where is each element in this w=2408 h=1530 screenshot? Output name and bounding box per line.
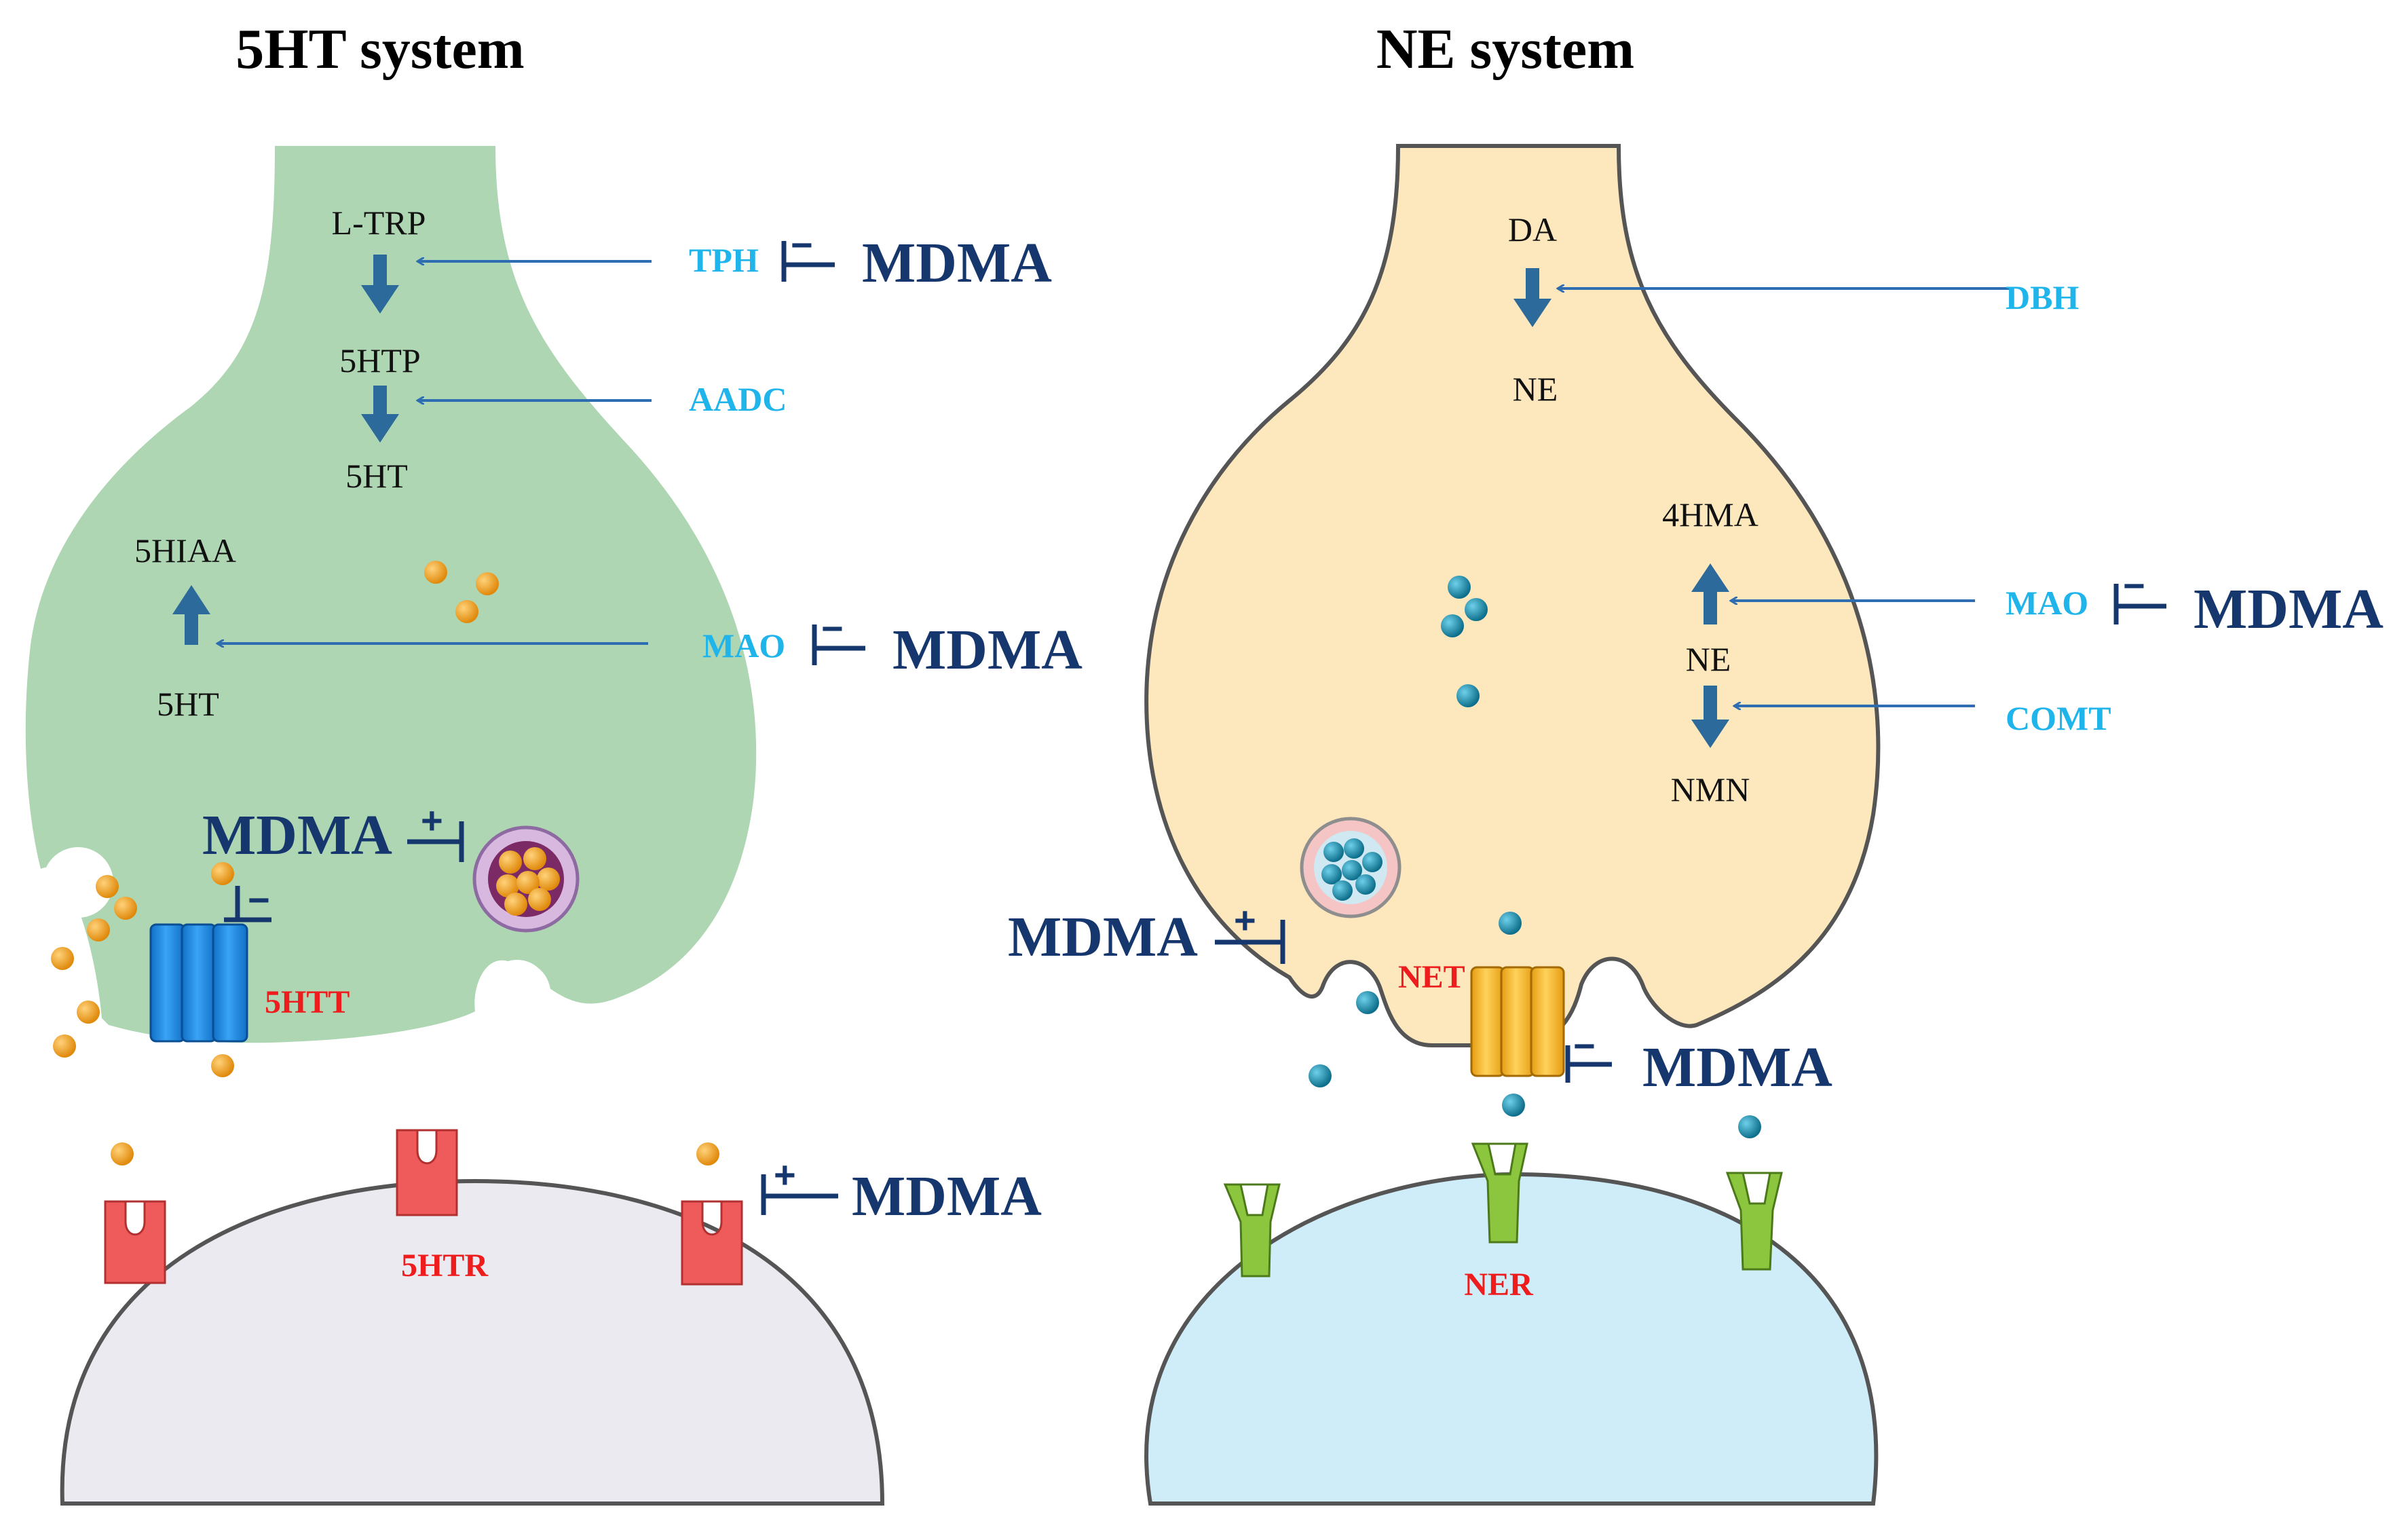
serotonin-vesicle [472,825,580,933]
mdma-receptor-label: MDMA [852,1165,1042,1228]
mdma-ne-vesicle-label: MDMA [1008,906,1198,969]
mao-inhibition: − [812,607,865,665]
serotonin-presynaptic-neuron [25,146,757,1043]
ne-mao-effect-sign: − [2123,564,2145,607]
vesicle-effect-sign: + [421,799,443,842]
nmn-label: NMN [1671,770,1750,808]
net-label: NET [1398,959,1465,995]
da-to-ne-arrow [1513,268,1551,327]
ne-top-label: NE [1513,370,1558,408]
ltrp-to-htp-arrow [361,255,399,314]
ht-bottom-label: 5HT [157,685,219,723]
mao-effect-sign: − [821,607,844,650]
ht-top-label: 5HT [345,457,408,495]
net-inhibition: − [1565,1024,1612,1083]
ht-to-hiaa-arrow [172,585,210,645]
serotonin-postsynaptic-neuron [60,1178,885,1506]
hma-label: 4HMA [1662,496,1758,534]
ne-mid-label: NE [1686,640,1731,678]
ne-to-hma-arrow [1691,563,1729,624]
transporter-label: 5HTT [265,984,350,1020]
tph-inhibition: − [781,223,835,282]
tph-enzyme: TPH [689,241,759,279]
tph-effect-sign: − [791,223,813,266]
serotonin-receptors [104,1129,743,1286]
ne-mao-enzyme: MAO [2006,584,2088,622]
dbh-enzyme: DBH [2006,278,2079,316]
da-label: DA [1508,210,1557,248]
htp-label: 5HTP [339,341,420,379]
mdma-mao-label: MDMA [892,618,1083,682]
transporter-effect-sign: − [248,878,270,921]
norepinephrine-receptors [1223,1142,1783,1277]
mdma-vesicle-label: MDMA [202,804,392,867]
net-effect-sign: − [1573,1024,1596,1067]
mdma-tph-label: MDMA [862,231,1052,295]
ne-to-nmn-arrow [1691,686,1729,748]
hiaa-label: 5HIAA [134,531,236,570]
norepinephrine-transporter [1470,966,1565,1077]
mdma-ne-mao-label: MDMA [2194,578,2384,641]
htp-to-ht-arrow [361,386,399,443]
serotonin-title: 5HT system [236,18,524,81]
receptor-label: 5HTR [401,1248,489,1284]
serotonin-transporter [149,923,248,1043]
comt-enzyme: COMT [2006,699,2111,737]
receptor-effect-sign: + [774,1153,796,1196]
ne-vesicle-effect-sign: + [1234,899,1256,941]
norepinephrine-title: NE system [1376,18,1634,81]
serotonin-left-pocket [43,847,113,918]
mdma-net-label: MDMA [1642,1036,1832,1099]
ne-mao-inhibition: − [2113,564,2166,624]
ltrp-label: L-TRP [332,204,426,242]
transporter-effect: − [224,878,271,922]
ne-vesicle-effect: + [1215,899,1285,964]
vesicle-effect: + [407,799,464,862]
norepinephrine-vesicle [1300,817,1401,918]
norepinephrine-presynaptic-neuron [1144,144,1881,1047]
mao-enzyme: MAO [702,627,785,665]
ner-label: NER [1464,1267,1534,1303]
aadc-enzyme: AADC [689,380,787,418]
serotonin-system: L-TRP 5HTP 5HT 5HIAA 5HT TPH AADC MAO − … [25,18,1083,1506]
receptor-effect: + [761,1153,838,1215]
serotonin-molecules [51,561,719,1165]
norepinephrine-system: DA NE 4HMA NE NMN DBH MAO COMT − MDMA [1008,18,2384,1506]
norepinephrine-molecules [1309,576,1761,1138]
